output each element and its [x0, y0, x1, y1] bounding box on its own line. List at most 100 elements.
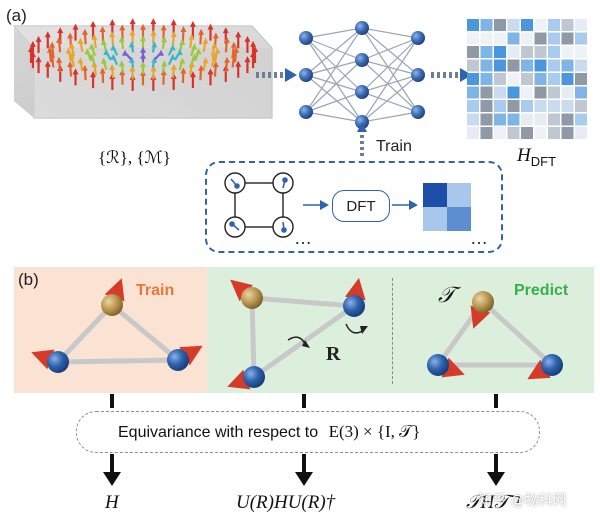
nn-node	[299, 31, 313, 45]
matrix-cell	[467, 73, 479, 85]
matrix-cell	[494, 113, 506, 126]
spin-texture-slab	[12, 18, 273, 119]
matrix-cell	[521, 127, 533, 139]
small-matrix	[423, 183, 471, 231]
spin-arrow	[223, 36, 230, 53]
nn-edge	[305, 59, 363, 76]
hdft-sub: DFT	[530, 153, 557, 169]
spin-arrow	[188, 33, 195, 49]
spin-arrow	[213, 47, 221, 62]
nn-edge	[305, 74, 363, 93]
spin-arrow	[244, 56, 251, 74]
matrix-cell	[534, 19, 547, 31]
matrix-cell	[561, 100, 574, 112]
spin-arrow	[167, 44, 176, 56]
spin-arrow	[151, 56, 158, 68]
matrix-cell	[480, 100, 493, 112]
matrix-cell	[480, 32, 493, 45]
blue-atom	[47, 351, 69, 373]
matrix-cell	[534, 32, 547, 45]
spin-arrow	[44, 60, 51, 78]
matrix-cell	[507, 113, 520, 126]
nn-edge	[361, 27, 419, 39]
spin-arrow	[128, 41, 135, 53]
matrix-cell	[575, 86, 587, 99]
spin-arrow	[189, 20, 196, 38]
matrix-cell	[467, 86, 479, 99]
spin-arrow	[198, 64, 205, 81]
spin-arrow	[161, 60, 168, 73]
spin-arrow	[129, 29, 136, 44]
spin-arrow	[68, 42, 75, 57]
matrix-cell	[561, 59, 574, 72]
spin-arrow	[81, 28, 88, 45]
spin-arrow	[198, 28, 205, 45]
matrix-cell	[467, 113, 479, 126]
matrix-cell	[561, 19, 574, 31]
hamiltonian-matrix	[467, 19, 587, 139]
matrix-cell	[521, 32, 533, 45]
arrow-to-network	[256, 68, 297, 82]
matrix-cell	[507, 19, 520, 31]
matrix-cell	[521, 86, 533, 99]
nn-edge	[305, 74, 363, 123]
dft-training-box	[205, 161, 503, 253]
matrix-cell	[548, 32, 560, 45]
spin-arrow	[170, 31, 177, 46]
matrix-cell	[494, 127, 506, 139]
matrix-cell	[480, 46, 493, 58]
matrix-cell	[561, 32, 574, 45]
spin-arrow	[190, 53, 198, 67]
matrix-cell	[575, 113, 587, 126]
matrix-cell	[548, 127, 560, 139]
matrix-cell	[480, 19, 493, 31]
matrix-cell	[575, 127, 587, 139]
matrix-cell	[534, 46, 547, 58]
spin-arrow	[90, 20, 97, 38]
matrix-cell	[494, 46, 506, 58]
matrix-cell	[534, 59, 547, 72]
nn-node	[411, 105, 425, 119]
nn-node	[299, 68, 313, 82]
blue-atom	[167, 349, 189, 371]
nn-edge	[361, 37, 419, 123]
gold-atom	[241, 287, 263, 309]
spin-arrow	[91, 33, 98, 49]
matrix-cell	[548, 19, 560, 31]
output-h: H	[105, 492, 119, 513]
spin-arrow	[119, 24, 126, 40]
output-time-reversed-h: 𝒯H𝒯⁻¹	[466, 492, 521, 513]
spin-arrow	[154, 49, 164, 60]
spin-arrow	[140, 46, 146, 57]
atom-grid	[224, 172, 294, 238]
matrix-cell	[507, 59, 520, 72]
gold-atom	[101, 294, 123, 316]
spin-arrow	[211, 42, 218, 57]
tick-time-reversal	[494, 394, 498, 408]
matrix-cell	[521, 46, 533, 58]
spin-arrow	[150, 29, 157, 44]
nn-edge	[305, 27, 363, 76]
nn-node	[411, 68, 425, 82]
matrix-cell	[467, 59, 479, 72]
spin-arrow	[29, 40, 36, 58]
train-tag: Train	[136, 282, 175, 299]
matrix-cell	[561, 73, 574, 85]
nn-edge	[305, 37, 363, 123]
spin-arrow	[230, 41, 237, 58]
train-arrow	[357, 122, 367, 156]
rotation-label: R	[326, 343, 341, 365]
nn-edge	[361, 74, 419, 93]
matrix-cell	[494, 59, 506, 72]
matrix-cell	[480, 86, 493, 99]
matrix-cell	[534, 113, 547, 126]
matrix-cell	[534, 73, 547, 85]
spin-arrow	[189, 71, 196, 89]
spin-arrow	[72, 23, 79, 41]
spin-arrow	[180, 26, 187, 42]
matrix-cell	[494, 19, 506, 31]
matrix-cell	[534, 86, 547, 99]
nn-edge	[361, 74, 419, 123]
equivariance-box	[76, 411, 540, 453]
matrix-cell	[467, 127, 479, 139]
